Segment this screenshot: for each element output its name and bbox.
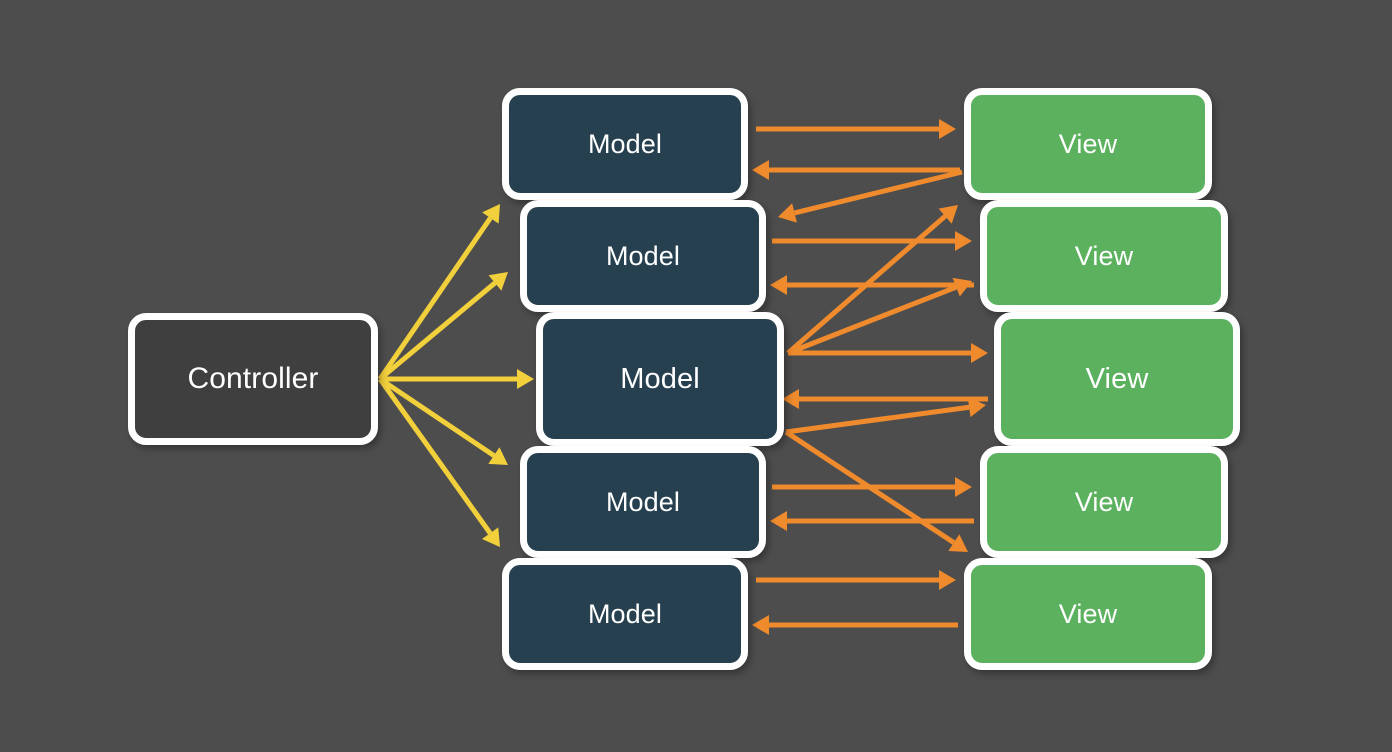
view-node-2[interactable]: View	[980, 200, 1228, 312]
view-label-3: View	[1085, 362, 1149, 395]
view-node-4[interactable]: View	[980, 446, 1228, 558]
model-node-1[interactable]: Model	[502, 88, 748, 200]
model-label-4: Model	[605, 486, 681, 517]
model-label-5: Model	[587, 598, 663, 629]
model-node-5[interactable]: Model	[502, 558, 748, 670]
model-label-1: Model	[587, 128, 663, 159]
view-node-5[interactable]: View	[964, 558, 1212, 670]
view-node-3[interactable]: View	[994, 312, 1240, 446]
view-node-1[interactable]: View	[964, 88, 1212, 200]
model-node-3[interactable]: Model	[536, 312, 784, 446]
model-label-2: Model	[605, 240, 681, 271]
model-node-2[interactable]: Model	[520, 200, 766, 312]
view-label-4: View	[1074, 486, 1134, 517]
view-label-2: View	[1074, 240, 1134, 271]
model-label-3: Model	[620, 362, 700, 395]
model-node-4[interactable]: Model	[520, 446, 766, 558]
controller-label: Controller	[187, 362, 319, 395]
view-label-5: View	[1058, 598, 1118, 629]
controller-node[interactable]: Controller	[128, 313, 378, 445]
view-label-1: View	[1058, 128, 1118, 159]
